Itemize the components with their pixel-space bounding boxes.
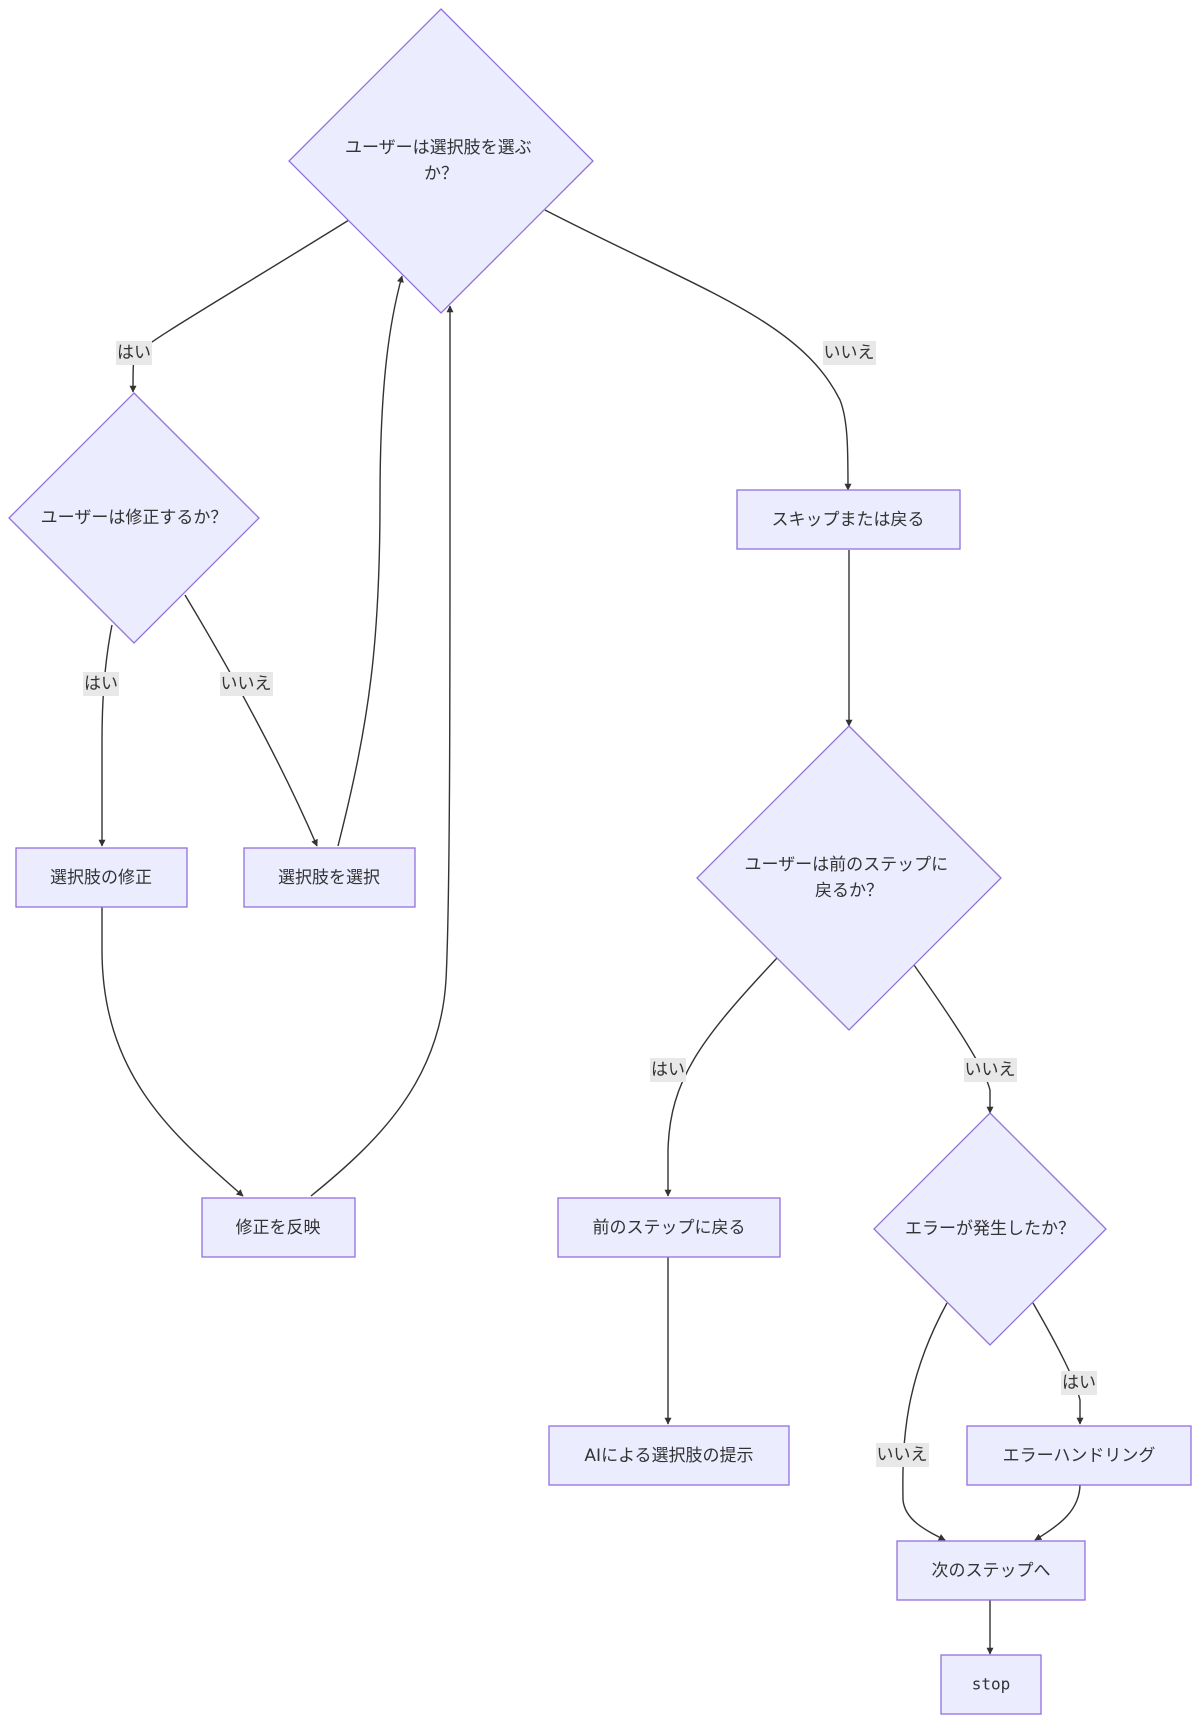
decision-user-modifies-text: ユーザーは修正するか？ <box>41 508 228 528</box>
decision-error-occurred-text: エラーが発生したか？ <box>905 1219 1075 1239</box>
label-error-no-text: いいえ <box>877 1445 928 1465</box>
decision-return-previous-line1: ユーザーは前のステップに <box>744 855 948 875</box>
label-prev-yes-text: はい <box>651 1060 685 1080</box>
process-error-handling: エラーハンドリング <box>966 1425 1192 1486</box>
process-select-choice-text: 選択肢を選択 <box>278 868 380 888</box>
process-error-handling-text: エラーハンドリング <box>1003 1446 1156 1466</box>
process-ai-choices: AIによる選択肢の提示 <box>548 1425 790 1486</box>
edge-edit-to-apply <box>101 906 244 1197</box>
decision-user-chooses-text: ユーザーは選択肢を選ぶ か？ <box>345 138 537 184</box>
edge-choose-yes <box>129 219 350 393</box>
decision-return-previous-text: ユーザーは前のステップに 戻るか？ <box>744 855 953 901</box>
label-choose-no-text: いいえ <box>824 343 875 363</box>
process-ai-choices-text: AIによる選択肢の提示 <box>584 1446 753 1466</box>
edge-error-no <box>902 1302 948 1541</box>
label-prev-no-text: いいえ <box>965 1060 1016 1080</box>
edge-handling-to-next <box>1034 1483 1081 1541</box>
terminal-stop: stop <box>940 1654 1042 1715</box>
label-choose-no: いいえ <box>823 341 876 365</box>
process-return-previous: 前のステップに戻る <box>557 1197 781 1258</box>
process-skip-or-back-text: スキップまたは戻る <box>772 510 925 530</box>
process-skip-or-back: スキップまたは戻る <box>736 489 961 550</box>
process-edit-choice-text: 選択肢の修正 <box>50 868 152 888</box>
edge-prev-yes <box>664 957 778 1197</box>
process-next-step-text: 次のステップへ <box>932 1561 1051 1581</box>
process-edit-choice: 選択肢の修正 <box>15 847 188 908</box>
decision-return-previous-line2: 戻るか？ <box>815 881 883 901</box>
label-modify-no-text: いいえ <box>221 674 272 694</box>
process-select-choice: 選択肢を選択 <box>243 847 416 908</box>
process-apply-edit: 修正を反映 <box>201 1197 356 1258</box>
decision-error-occurred: エラーが発生したか？ <box>873 1112 1107 1346</box>
terminal-stop-text: stop <box>972 1675 1011 1694</box>
label-prev-yes: はい <box>650 1058 686 1082</box>
label-error-no: いいえ <box>876 1443 929 1467</box>
decision-return-previous: ユーザーは前のステップに 戻るか？ <box>696 725 1002 1031</box>
decision-user-chooses: ユーザーは選択肢を選ぶ か？ <box>288 8 594 314</box>
label-prev-no: いいえ <box>964 1058 1017 1082</box>
label-choose-yes-text: はい <box>117 343 151 363</box>
label-modify-no: いいえ <box>220 672 273 696</box>
edge-error-yes <box>1032 1302 1084 1425</box>
decision-user-chooses-line1: ユーザーは選択肢を選ぶ <box>345 138 532 158</box>
label-modify-yes-text: はい <box>84 674 118 694</box>
decision-user-chooses-line2: か？ <box>424 164 458 184</box>
label-error-yes: はい <box>1061 1371 1097 1395</box>
decision-user-modifies: ユーザーは修正するか？ <box>8 392 260 644</box>
edge-modify-yes <box>98 624 113 847</box>
edge-prev-no <box>913 964 994 1114</box>
process-next-step: 次のステップへ <box>896 1540 1086 1601</box>
edge-choose-no <box>544 209 852 491</box>
edge-modify-no <box>184 594 318 847</box>
process-return-previous-text: 前のステップに戻る <box>593 1218 746 1238</box>
label-choose-yes: はい <box>116 341 152 365</box>
edge-apply-to-choose <box>310 305 454 1197</box>
label-modify-yes: はい <box>83 672 119 696</box>
process-apply-edit-text: 修正を反映 <box>236 1218 321 1238</box>
label-error-yes-text: はい <box>1062 1373 1096 1393</box>
edge-select-to-choose <box>337 275 404 847</box>
